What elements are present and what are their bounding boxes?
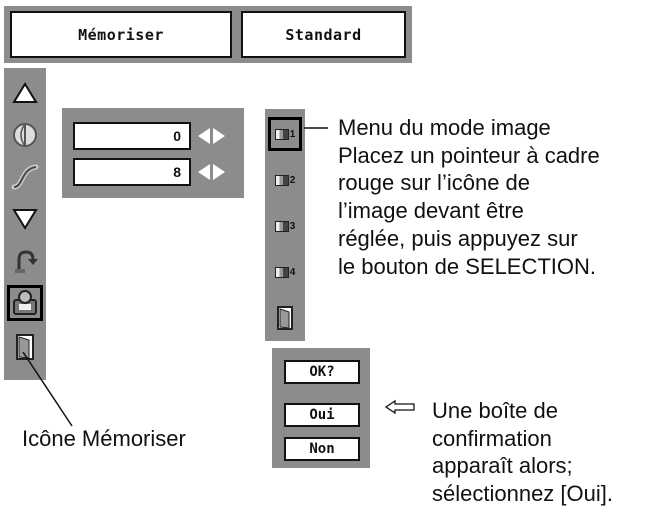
image-mode-icon <box>274 174 289 186</box>
triangle-down-icon[interactable] <box>8 202 42 236</box>
store-icon[interactable] <box>7 285 43 321</box>
confirm-note-line: confirmation <box>432 426 552 451</box>
image-adjust-menu <box>4 68 46 380</box>
mode-menu-note-line: Placez un pointeur à cadre <box>338 143 600 168</box>
image-mode-icon <box>274 266 289 278</box>
arrow-right-icon[interactable] <box>213 128 225 144</box>
confirm-note-line: apparaît alors; <box>432 453 573 478</box>
confirm-dialog: OK? Oui Non <box>272 348 370 468</box>
mode-menu-note-line: le bouton de SELECTION. <box>338 254 597 279</box>
exit-door-icon[interactable] <box>270 303 300 333</box>
image-mode-icon <box>274 220 289 232</box>
confirm-note-line: Une boîte de <box>432 398 558 423</box>
adjust-values-panel: 0 8 <box>62 108 244 198</box>
arrow-left-icon[interactable] <box>198 128 210 144</box>
mode-menu-note-line: réglée, puis appuyez sur <box>338 226 578 251</box>
curve-icon[interactable] <box>8 160 42 194</box>
value-field: 8 <box>73 158 191 186</box>
top-menu-bar: Mémoriser Standard <box>4 6 412 63</box>
memoriser-button[interactable]: Mémoriser <box>10 11 232 58</box>
image-mode-icon <box>274 128 289 140</box>
triangle-up-icon[interactable] <box>8 76 42 110</box>
arrow-left-icon <box>384 399 415 415</box>
image-mode-1-button[interactable]: 1 <box>268 117 302 151</box>
exit-door-icon[interactable] <box>8 330 42 364</box>
arrow-left-icon[interactable] <box>198 164 210 180</box>
image-mode-3-button[interactable]: 3 <box>270 211 300 241</box>
reset-icon[interactable] <box>8 244 42 278</box>
confirm-question: OK? <box>284 360 360 384</box>
standard-button[interactable]: Standard <box>241 11 406 58</box>
gamma-circle-icon[interactable] <box>8 118 42 152</box>
arrow-right-icon[interactable] <box>213 164 225 180</box>
no-button[interactable]: Non <box>284 437 360 461</box>
value-field: 0 <box>73 122 191 150</box>
value-stepper[interactable] <box>198 123 234 149</box>
mode-menu-note-line: l’image devant être <box>338 198 524 223</box>
value-stepper[interactable] <box>198 159 234 185</box>
mode-menu-note-line: rouge sur l’icône de <box>338 170 531 195</box>
mode-menu-note-line: Menu du mode image <box>338 115 551 140</box>
image-mode-2-button[interactable]: 2 <box>270 165 300 195</box>
store-icon-caption: Icône Mémoriser <box>22 426 186 451</box>
image-mode-menu: 1 2 3 4 <box>265 109 305 341</box>
image-mode-4-button[interactable]: 4 <box>270 257 300 287</box>
confirm-note-line: sélectionnez [Oui]. <box>432 481 613 506</box>
yes-button[interactable]: Oui <box>284 403 360 427</box>
